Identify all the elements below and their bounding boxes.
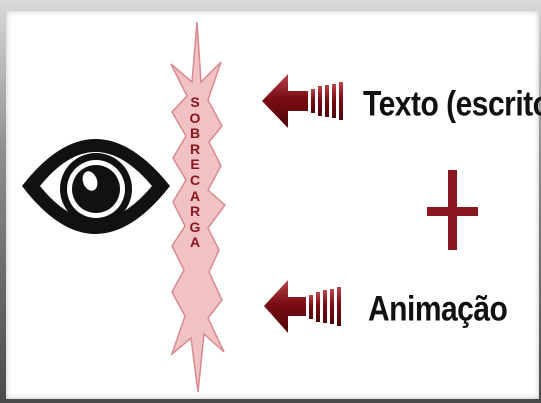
overload-letter: C xyxy=(189,171,201,188)
plus-icon xyxy=(427,170,478,250)
overload-letter: A xyxy=(189,187,201,204)
overload-letter: R xyxy=(189,203,201,220)
eye-icon xyxy=(22,139,170,234)
arrow-left-icon xyxy=(262,74,343,128)
overload-letter: E xyxy=(190,156,200,173)
input-label-animation: Animação xyxy=(368,289,508,329)
overload-letter: R xyxy=(189,140,201,157)
burst-icon xyxy=(170,21,227,393)
overload-letter: G xyxy=(189,218,201,235)
overload-letter: A xyxy=(189,234,201,251)
overload-letter: S xyxy=(190,94,200,110)
overload-letter: B xyxy=(189,125,201,142)
arrow-left-icon xyxy=(264,280,341,333)
overload-letter: O xyxy=(189,109,201,126)
input-label-text: Texto (escrito) xyxy=(363,84,541,124)
